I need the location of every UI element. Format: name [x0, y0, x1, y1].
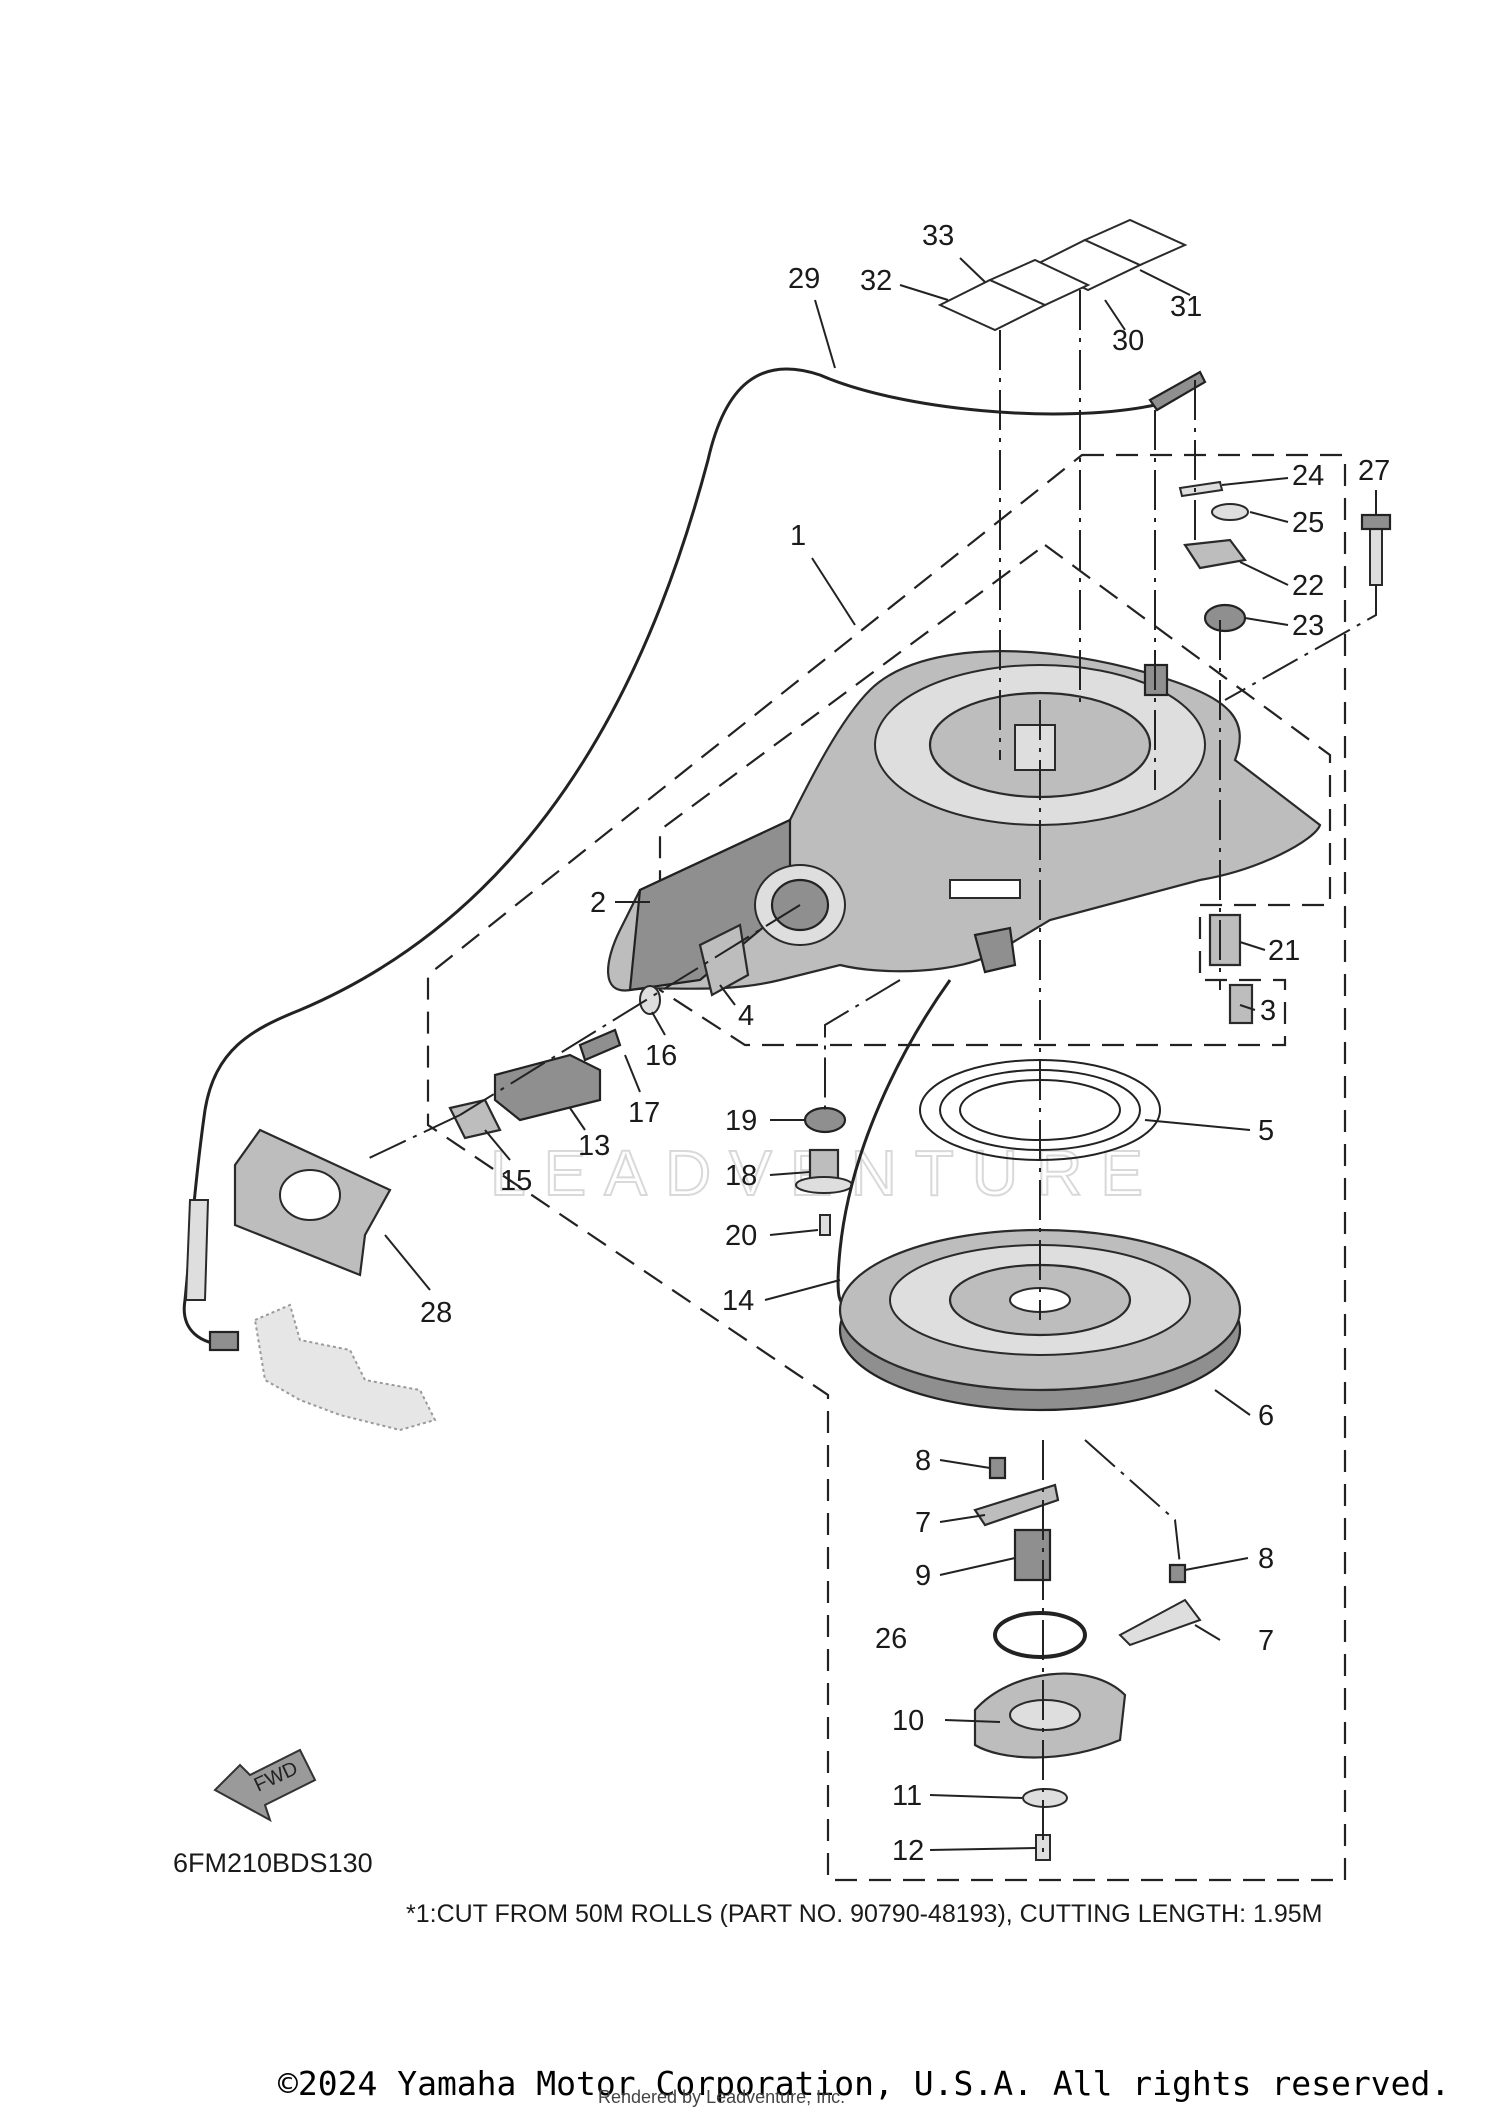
- axis-handle: [459, 904, 801, 1116]
- callout-20: 20: [725, 1220, 757, 1252]
- callout-32: 32: [860, 265, 892, 297]
- callout-7b: 7: [1258, 1625, 1274, 1657]
- callout-22: 22: [1292, 570, 1324, 602]
- spring-23: [1203, 603, 1247, 633]
- rope-14: [836, 979, 952, 1305]
- bolt-27: [1369, 524, 1383, 586]
- cable-adjuster: [1148, 370, 1207, 412]
- spring-26: [993, 1611, 1087, 1659]
- callout-18: 18: [725, 1160, 757, 1192]
- callout-28: 28: [420, 1297, 452, 1329]
- callout-26: 26: [875, 1623, 907, 1655]
- callout-6: 6: [1258, 1400, 1274, 1432]
- decal-31: [1082, 218, 1188, 267]
- callout-27: 27: [1358, 455, 1390, 487]
- callout-33: 33: [922, 220, 954, 252]
- callout-21: 21: [1268, 935, 1300, 967]
- bushing-19: [803, 1106, 847, 1134]
- pin-24: [1178, 480, 1224, 498]
- callout-25: 25: [1292, 507, 1324, 539]
- assembly-2-boundary: [658, 543, 1332, 1047]
- washer-25: [1211, 503, 1249, 521]
- bolt-12: [1035, 1834, 1051, 1861]
- fwd-arrow: FWD: [213, 1748, 317, 1823]
- cable-end-fitting: [208, 1330, 240, 1352]
- screw-20: [819, 1214, 831, 1236]
- rendered-by: Rendered by Leadventure, Inc.: [598, 2087, 845, 2107]
- callout-24: 24: [1292, 460, 1324, 492]
- decal-33: [987, 258, 1091, 307]
- callout-31: 31: [1170, 291, 1202, 323]
- callout-14: 14: [722, 1285, 754, 1317]
- pawl-7a: [973, 1483, 1060, 1527]
- rope-guide-4: [698, 923, 750, 997]
- callout-3: 3: [1260, 995, 1276, 1027]
- callout-labels: 1 2 3 4 5 6 7 7 8 8 9 10 11 12 13 14 15 …: [420, 220, 1390, 1867]
- callout-16: 16: [645, 1040, 677, 1072]
- axis-pawl-b: [1084, 1439, 1181, 1566]
- rope-stopper-17: [578, 1028, 622, 1062]
- axis-bushing: [824, 979, 901, 1110]
- washer-16: [639, 985, 661, 1015]
- callout-4: 4: [738, 1000, 754, 1032]
- callout-23: 23: [1292, 610, 1324, 642]
- callout-17: 17: [628, 1097, 660, 1129]
- spring-8b: [1168, 1563, 1187, 1584]
- axis-27: [1224, 585, 1377, 701]
- callout-15: 15: [500, 1165, 532, 1197]
- callout-5: 5: [1258, 1115, 1274, 1147]
- callout-11: 11: [892, 1780, 922, 1812]
- cable-sleeve: [184, 1199, 210, 1301]
- clamp-22: [1183, 538, 1247, 570]
- stopper-21: [1208, 913, 1242, 967]
- footnote: *1:CUT FROM 50M ROLLS (PART NO. 90790-48…: [406, 1900, 1322, 1928]
- leader-lines: [384, 257, 1377, 1851]
- collar-3: [1228, 983, 1254, 1025]
- starter-handle-13: [493, 1053, 602, 1122]
- callout-12: 12: [892, 1835, 924, 1867]
- callout-8b: 8: [1258, 1543, 1274, 1575]
- callout-1: 1: [790, 520, 806, 552]
- callout-29: 29: [788, 263, 820, 295]
- axis-cover: [364, 1114, 461, 1161]
- spring-9: [1013, 1528, 1052, 1582]
- callout-8a: 8: [915, 1445, 931, 1477]
- handle-holder-15: [448, 1098, 502, 1140]
- copyright-notice: ©2024 Yamaha Motor Corporation, U.S.A. A…: [278, 2064, 1450, 2103]
- callout-30: 30: [1112, 325, 1144, 357]
- diagram-code: 6FM210BDS130: [173, 1848, 373, 1878]
- washer-11: [1022, 1788, 1068, 1808]
- callout-13: 13: [578, 1130, 610, 1162]
- callout-9: 9: [915, 1560, 931, 1592]
- spring-8a: [988, 1456, 1007, 1480]
- callout-7a: 7: [915, 1507, 931, 1539]
- mount-bracket-sketch: [253, 1303, 437, 1432]
- callout-2: 2: [590, 887, 606, 919]
- callout-19: 19: [725, 1105, 757, 1137]
- pawl-7b: [1118, 1598, 1202, 1647]
- callout-10: 10: [892, 1705, 924, 1737]
